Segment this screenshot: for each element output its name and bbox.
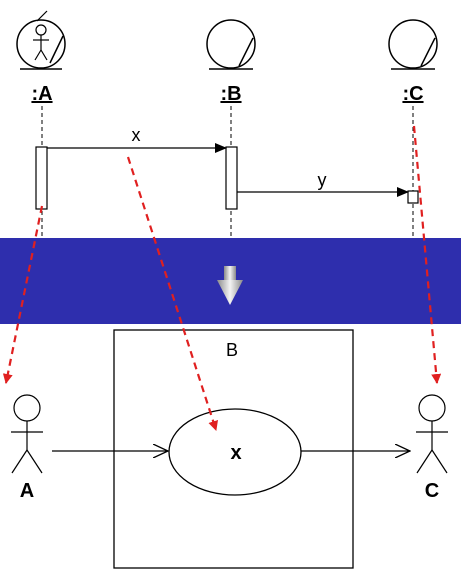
- message-y-label: y: [318, 170, 327, 190]
- mapping-arrow-a: [2, 205, 44, 384]
- message-x-label: x: [132, 125, 141, 145]
- actor-a-stick-icon: [11, 394, 43, 474]
- actor-c-label: C: [425, 480, 439, 502]
- activation-bar-b: [225, 146, 238, 210]
- actor-a-icon: [16, 10, 66, 70]
- down-arrow-icon: [217, 266, 243, 305]
- actor-a-label: A: [20, 480, 34, 502]
- lifeline-c-label: :C: [402, 83, 423, 105]
- activation-bar-a: [35, 146, 48, 210]
- usecase-x-label: x: [230, 442, 241, 464]
- lifeline-a-label: :A: [31, 83, 52, 105]
- activation-bar-c: [407, 190, 419, 204]
- sequence-diagram: :A :B :C x y: [16, 10, 438, 238]
- usecase-x: [168, 408, 302, 496]
- usecase-diagram: B x A C: [11, 329, 448, 569]
- mapping-arrows: [2, 125, 442, 431]
- system-label: B: [226, 340, 238, 360]
- entity-c-icon: [388, 19, 438, 70]
- actor-c-stick-icon: [416, 394, 448, 474]
- lifeline-b-label: :B: [220, 83, 241, 105]
- entity-b-icon: [206, 19, 256, 70]
